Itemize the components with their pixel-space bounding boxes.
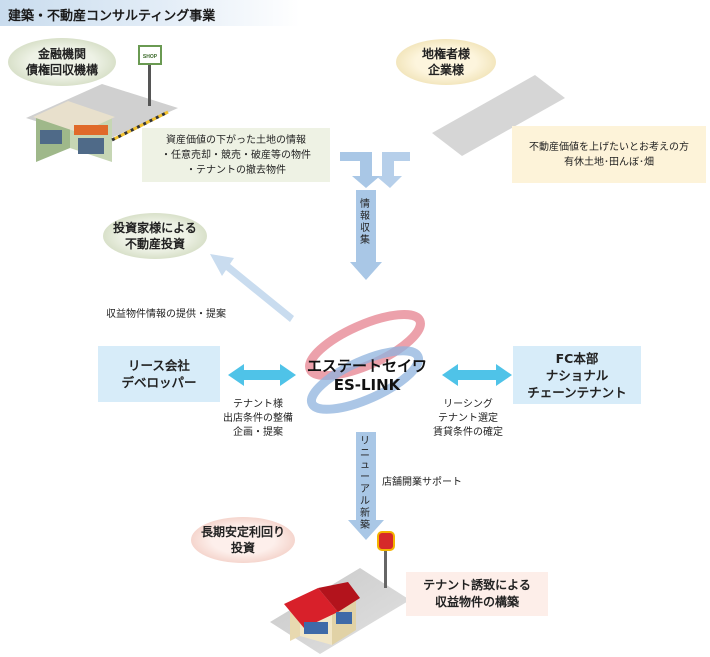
box-fc-headquarters: FC本部ナショナルチェーンテナント <box>513 346 641 404</box>
land-value-line1: 不動産価値を上げたいとお考えの方 <box>529 141 689 153</box>
label-tenant-left: テナント様 出店条件の整備 企画・提案 <box>210 398 306 440</box>
fc-line1: FC本部 <box>555 350 599 366</box>
tenant-left-line2: 出店条件の整備 <box>223 413 293 424</box>
label-renewal: リニューアル新築 <box>360 436 370 531</box>
oval-financial-bg <box>8 38 116 86</box>
label-info-collect: 情報収集 <box>360 199 370 246</box>
center-company: エステートセイワ ES-LINK <box>292 357 442 395</box>
left-double-arrow <box>228 364 296 386</box>
oval-longterm-bg <box>191 517 295 563</box>
shop-illustration <box>26 45 178 162</box>
tenant-attract-line1: テナント誘致による <box>423 578 531 592</box>
eslink-logo-icon <box>305 310 425 414</box>
building-illustration <box>270 531 410 654</box>
lease-line2: デベロッパー <box>121 375 197 390</box>
oval-financial-line1: 金融機関 <box>37 47 86 61</box>
fc-line2: ナショナル <box>545 367 609 383</box>
oval-longterm-line2: 投資 <box>230 541 255 555</box>
investor-arrow <box>210 254 294 322</box>
box-land-value: 不動産価値を上げたいとお考えの方有休土地･田んぼ･畑 <box>512 126 706 183</box>
center-name: エステートセイワ <box>306 357 427 375</box>
lease-line1: リース会社 <box>128 358 190 373</box>
box-tenant-attract: テナント誘致による収益物件の構築 <box>406 572 548 616</box>
oval-investor: 投資家様による不動産投資 <box>103 213 207 259</box>
oval-landowner: 地権者様企業様 <box>396 39 496 85</box>
info-collect-arrow <box>350 190 382 280</box>
oval-financial: 金融機関債権回収機構 <box>8 38 116 86</box>
page-title: 建築・不動産コンサルティング事業 <box>8 9 216 24</box>
oval-longterm-line1: 長期安定利回り <box>200 525 285 539</box>
empty-lot <box>432 75 565 156</box>
tenant-left-line1: テナント様 <box>233 399 283 410</box>
leasing-line2: テナント選定 <box>438 413 498 424</box>
title-bar <box>0 0 300 26</box>
asset-info-line2: ・任意売却・競売・破産等の物件 <box>161 149 311 161</box>
oval-landowner-bg <box>396 39 496 85</box>
tenant-left-line3: 企画・提案 <box>233 427 283 438</box>
oval-investor-line2: 不動産投資 <box>124 237 185 251</box>
oval-investor-bg <box>103 213 207 259</box>
label-profit-info: 収益物件情報の提供・提案 <box>106 309 226 320</box>
shop-sign-text: SHOP <box>143 54 158 60</box>
label-store-support: 店舗開業サポート <box>382 477 462 488</box>
oval-long-term: 長期安定利回り投資 <box>191 517 295 563</box>
oval-investor-line1: 投資家様による <box>113 221 197 235</box>
tenant-attract-line2: 収益物件の構築 <box>434 595 519 609</box>
asset-info-line1: 資産価値の下がった土地の情報 <box>166 134 306 146</box>
oval-landowner-line2: 企業様 <box>427 63 464 77</box>
oval-financial-line2: 債権回収機構 <box>25 63 98 77</box>
land-value-line2: 有休土地･田んぼ･畑 <box>564 156 654 168</box>
renewal-arrow <box>348 432 384 540</box>
right-double-arrow <box>442 364 512 386</box>
leasing-line1: リーシング <box>443 399 493 410</box>
asset-info-line3: ・テナントの撤去物件 <box>186 164 286 176</box>
label-leasing-right: リーシング テナント選定 賃貸条件の確定 <box>418 398 518 440</box>
box-lease-developer: リース会社デベロッパー <box>98 346 220 402</box>
box-asset-info: 資産価値の下がった土地の情報・任意売却・競売・破産等の物件・テナントの撤去物件 <box>142 128 330 182</box>
leasing-line3: 賃貸条件の確定 <box>433 427 503 438</box>
fc-line3: チェーンテナント <box>527 384 627 400</box>
center-brand: ES-LINK <box>333 376 401 394</box>
oval-landowner-line1: 地権者様 <box>421 47 470 61</box>
merge-arrows <box>340 152 410 188</box>
